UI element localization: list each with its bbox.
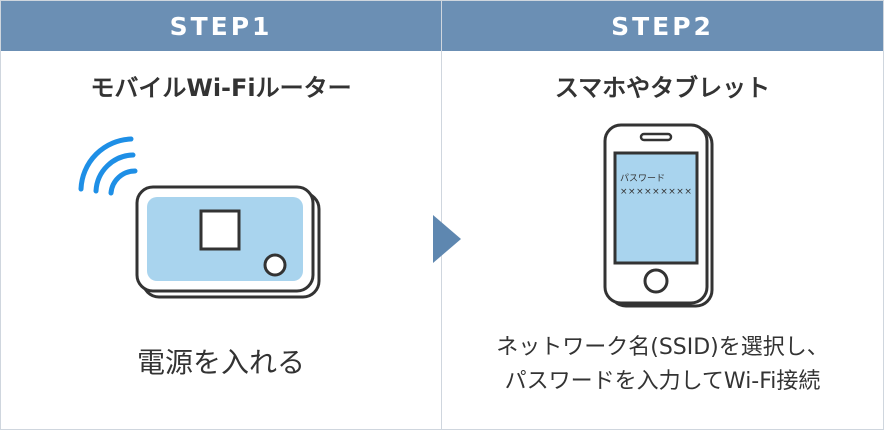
smartphone-icon [603,123,714,308]
step1-header: STEP1 [1,1,441,51]
step2-caption-line2: パスワードを入力してWi-Fi接続 [504,369,821,394]
step2-caption-line1: ネットワーク名(SSID)を選択し、 [496,335,829,360]
phone-screen-password: パスワード ××××××××× [620,173,700,199]
step2-header: STEP2 [442,1,883,51]
password-label: パスワード [620,174,666,184]
step1-title: モバイルWi-Fiルーター [90,73,352,102]
step2-caption: ネットワーク名(SSID)を選択し、 パスワードを入力してWi-Fi接続 [442,331,883,399]
arrow-right-icon [433,215,461,263]
step2-title: スマホやタブレット [554,73,771,102]
wifi-signal-icon [78,136,138,196]
password-value: ××××××××× [620,187,693,197]
step1-caption: 電源を入れる [136,346,305,379]
mobile-router-icon [135,185,321,299]
column-divider [441,1,442,429]
